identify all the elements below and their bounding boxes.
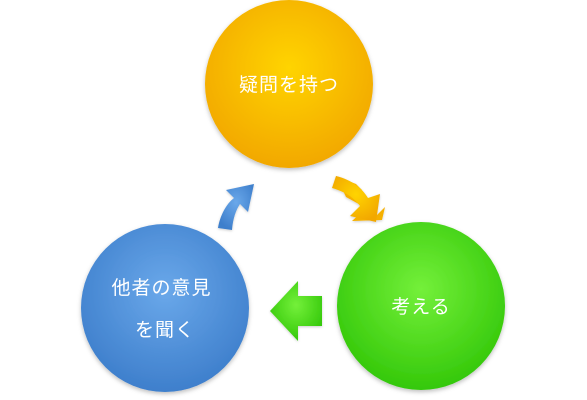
- node-question-label: 疑問を持つ: [239, 74, 339, 96]
- node-listen-label: 他者の意見 を聞く: [111, 277, 218, 341]
- arrow-question-to-think: [332, 176, 385, 222]
- node-question: 疑問を持つ: [205, 0, 373, 168]
- arrow-listen-to-question: [218, 184, 254, 230]
- node-think-label: 考える: [391, 296, 450, 318]
- arrow-think-to-listen: [270, 281, 322, 341]
- node-listen: 他者の意見 を聞く: [81, 224, 249, 392]
- node-think: 考える: [337, 222, 505, 390]
